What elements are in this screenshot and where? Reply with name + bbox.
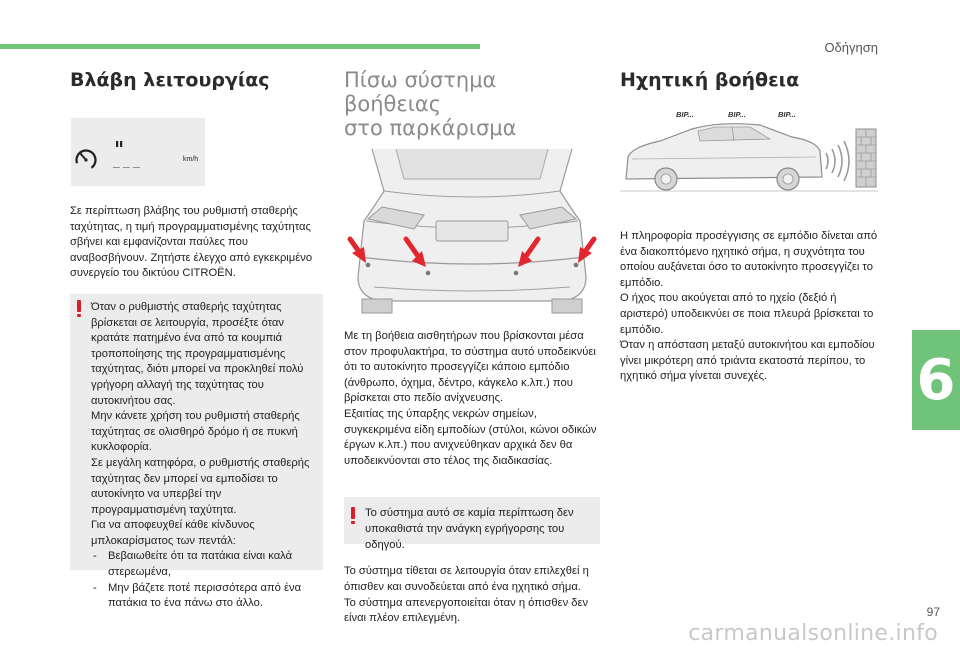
- car-side-wall-image: [620, 123, 878, 192]
- parking-title-line2: στο παρκάρισμα: [344, 116, 517, 140]
- watermark: carmanualsonline.info: [688, 621, 938, 646]
- malfunction-text: Σε περίπτωση βλάβης του ρυθμιστή σταθερή…: [70, 205, 313, 280]
- audible-illustration: BIP... BIP... BIP...: [620, 107, 878, 203]
- cruise-display: _ _ _ km/h: [71, 118, 205, 186]
- car-rear-sensors-image: [344, 148, 600, 317]
- header-accent-bar: [0, 44, 480, 49]
- parking-warning-box: Το σύστημα αυτό σε καμία περίπτωση δεν υ…: [344, 497, 600, 551]
- speed-dashes: _ _ _: [113, 155, 140, 169]
- pedal-list: Βεβαιωθείτε ότι τα πατάκια είναι καλά στ…: [91, 549, 315, 611]
- speed-unit: km/h: [183, 156, 199, 163]
- cruise-warning-box: Όταν ο ρυθμιστής σταθερής ταχύτητας βρίσ…: [70, 293, 323, 609]
- column-malfunction: Βλάβη λειτουργίας _ _ _ km/h Σε περίπτωσ…: [70, 68, 323, 609]
- parking-title: Πίσω σύστημα βοήθειας στο παρκάρισμα: [344, 68, 600, 140]
- beep-label: BIP...: [728, 110, 746, 119]
- section-header: Οδήγηση: [824, 40, 878, 55]
- beep-label: BIP...: [778, 110, 796, 119]
- warning-line: Μην κάνετε χρήση του ρυθμιστή σταθερής τ…: [91, 410, 300, 454]
- parking-text-1: Με τη βοήθεια αισθητήρων που βρίσκονται …: [344, 330, 596, 405]
- warning-line: Σε μεγάλη κατηφόρα, ο ρυθμιστής σταθερής…: [91, 456, 310, 516]
- column-audible-assist: Ηχητική βοήθεια BIP... BIP... BIP...: [620, 68, 878, 385]
- warning-icon: [77, 299, 81, 312]
- warning-icon-dot: [351, 521, 355, 525]
- warning-icon: [351, 507, 355, 520]
- parking-text-4: Το σύστημα απενεργοποιείται όταν η όπισθ…: [344, 596, 589, 625]
- parking-warning-text: Το σύστημα αυτό σε καμία περίπτωση δεν υ…: [365, 507, 574, 551]
- warning-icon-dot: [77, 313, 81, 317]
- warning-line: Για να αποφευχθεί κάθε κίνδυνος μπλοκαρί…: [91, 519, 255, 547]
- malfunction-title: Βλάβη λειτουργίας: [70, 69, 270, 91]
- chapter-tab: 6: [912, 330, 960, 430]
- parking-text-3: Το σύστημα τίθεται σε λειτουργία όταν επ…: [344, 565, 589, 593]
- speedometer-fault-icon: [75, 141, 123, 171]
- warning-line: Όταν ο ρυθμιστής σταθερής ταχύτητας βρίσ…: [91, 300, 304, 407]
- page-number: 97: [926, 605, 940, 619]
- audible-text-1: Η πληροφορία προσέγγισης σε εμπόδιο δίνε…: [620, 230, 878, 289]
- column-rear-parking: Πίσω σύστημα βοήθειας στο παρκάρισμα: [344, 68, 600, 627]
- audible-title: Ηχητική βοήθεια: [620, 69, 800, 91]
- beep-label: BIP...: [676, 110, 694, 119]
- list-item: Βεβαιωθείτε ότι τα πατάκια είναι καλά στ…: [91, 549, 315, 580]
- audible-text-2: Ο ήχος που ακούγεται από το ηχείο (δεξιό…: [620, 292, 874, 336]
- rear-car-illustration: [344, 148, 600, 317]
- list-item: Μην βάζετε ποτέ περισσότερα από ένα πατά…: [91, 581, 315, 612]
- parking-title-line1: Πίσω σύστημα βοήθειας: [344, 68, 497, 116]
- parking-text-2: Εξαιτίας της ύπαρξης νεκρών σημείων, συγ…: [344, 407, 597, 467]
- audible-text-3: Όταν η απόσταση μεταξύ αυτοκινήτου και ε…: [620, 339, 875, 383]
